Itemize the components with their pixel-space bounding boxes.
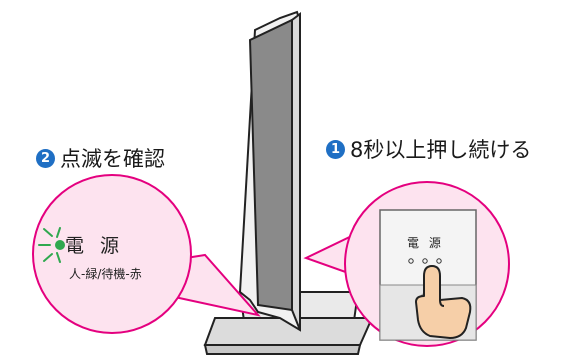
blink-rays-icon <box>38 227 61 263</box>
right-power-label: 電 源 <box>407 236 444 250</box>
left-power-label: 電 源 <box>65 235 125 257</box>
step-1-badge: 1 <box>326 139 345 159</box>
pressing-hand-icon <box>415 265 472 339</box>
step-1-instruction: 1 8秒以上押し続ける <box>326 134 531 164</box>
power-led-icon <box>55 240 65 250</box>
step-2-text: 点滅を確認 <box>60 147 165 171</box>
step-2-instruction: 2 点滅を確認 <box>36 143 165 173</box>
left-status-label: 人-緑/待機-赤 <box>69 267 142 281</box>
step-1-text: 8秒以上押し続ける <box>350 138 532 162</box>
left-callout-bubble <box>32 174 192 334</box>
step-2-badge: 2 <box>36 148 55 168</box>
tv-body <box>238 10 301 332</box>
